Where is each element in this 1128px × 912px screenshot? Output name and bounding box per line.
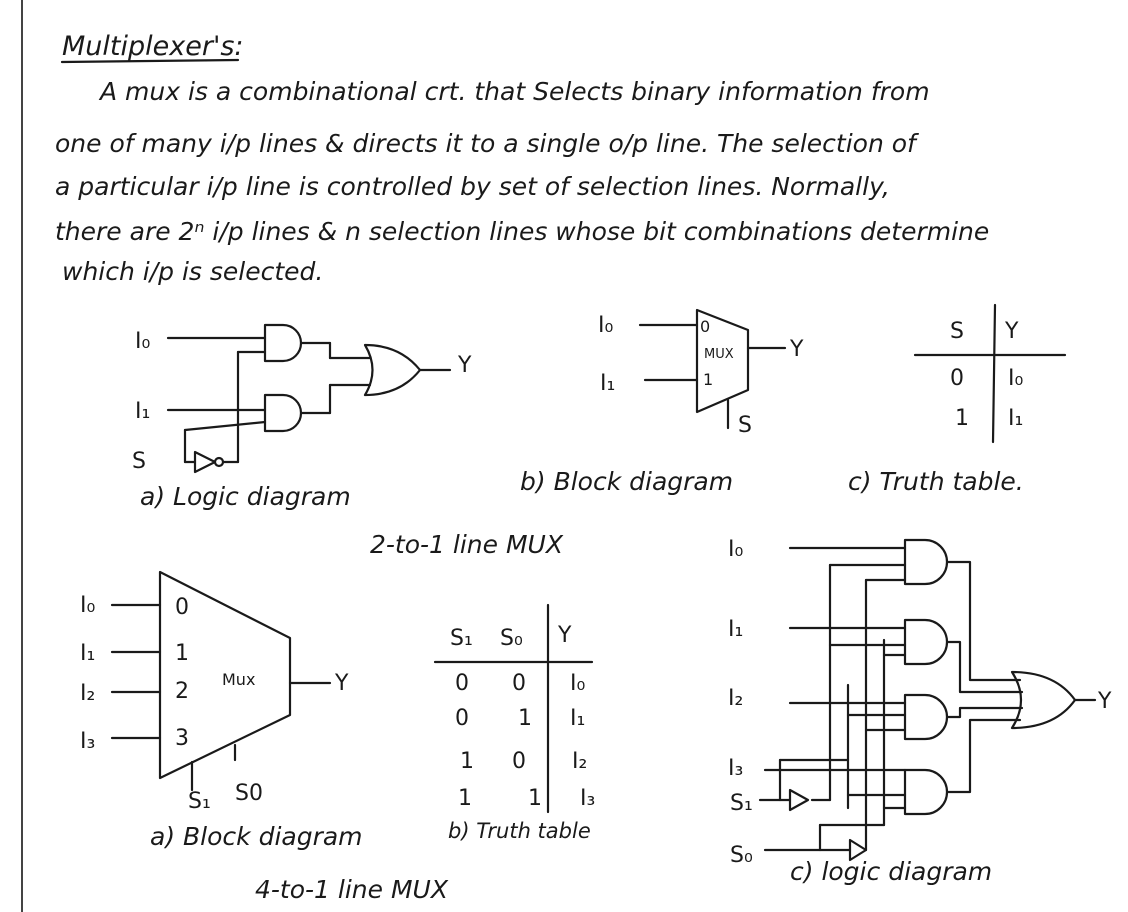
four-to-one-truth-table: S₁ S₀ Y 0 0 I₀ 0 1 I₁ 1 0 I₂ 1 1 I₃ b) T…: [433, 603, 595, 843]
label-four-to-one-truth-caption: b) Truth table: [448, 819, 591, 843]
label-two-to-one-logic-s: S: [132, 449, 146, 474]
label-two-to-one-block-i1: I₁: [600, 371, 615, 396]
label-four-to-one-block-y: Y: [334, 671, 349, 696]
label-four-to-one-truth-rows-3-2: I₃: [580, 786, 595, 811]
two-to-one-logic-diagram: I₀ I₁ S Y a) Logic diagram: [132, 323, 472, 511]
label-two-to-one-logic-i1: I₁: [135, 399, 150, 424]
label-two-to-one-truth-rows-1-0: 1: [955, 406, 969, 431]
label-four-to-one-truth-rows-0-1: 0: [512, 671, 526, 696]
wire: [991, 303, 997, 444]
label-four-to-one-block-s0: S0: [235, 781, 263, 806]
label-four-to-one-logic-s0: S₀: [730, 843, 753, 868]
wire: [183, 420, 267, 432]
label-four-to-one-truth-h-s0: S₀: [500, 626, 523, 651]
and-gate: [263, 393, 303, 433]
page-title: Multiplexer's:: [62, 31, 244, 62]
label-two-to-one-logic-caption: a) Logic diagram: [140, 482, 351, 511]
and-gate: [263, 323, 303, 363]
label-two-to-one-block-y: Y: [789, 337, 804, 362]
wire: [213, 456, 225, 468]
label-four-to-one-truth-rows-3-0: 1: [458, 786, 472, 811]
label-four-to-one-logic-s1: S₁: [730, 791, 753, 816]
label-two-to-one-truth-rows-0-1: I₀: [1008, 366, 1023, 391]
four-to-one-block-diagram: I₀ I₁ I₂ I₃ 0 1 2 3 Mux Y S₁ S0 a) Block…: [80, 570, 363, 851]
not-gate: [193, 450, 217, 474]
wire: [695, 308, 750, 414]
label-four-to-one-truth-rows-1-2: I₁: [570, 706, 585, 731]
paragraph-line-3: a particular i/p line is controlled by s…: [55, 172, 890, 201]
label-two-to-one-truth-h-y: Y: [1004, 319, 1019, 344]
and-gate: [903, 693, 949, 741]
four-to-one-heading: 4-to-1 line MUX: [255, 875, 449, 904]
label-two-to-one-logic-y: Y: [457, 353, 472, 378]
label-two-to-one-block-caption: b) Block diagram: [520, 467, 733, 496]
or-gate: [363, 343, 422, 397]
label-four-to-one-logic-y: Y: [1097, 689, 1112, 714]
label-two-to-one-truth-h-s: S: [950, 319, 964, 344]
label-four-to-one-truth-rows-1-1: 1: [518, 706, 532, 731]
label-two-to-one-logic-i0: I₀: [135, 329, 150, 354]
label-four-to-one-truth-rows-0-2: I₀: [570, 671, 585, 696]
and-gate: [903, 618, 949, 666]
and-gate: [903, 768, 949, 816]
label-four-to-one-truth-rows-2-2: I₂: [572, 749, 587, 774]
label-four-to-one-logic-inputs-0: I₀: [728, 537, 743, 562]
or-gate: [1010, 670, 1077, 730]
label-four-to-one-truth-rows-3-1: 1: [528, 786, 542, 811]
two-to-one-heading: 2-to-1 line MUX: [370, 530, 564, 559]
label-four-to-one-truth-rows-0-0: 0: [455, 671, 469, 696]
label-four-to-one-truth-rows-2-1: 0: [512, 749, 526, 774]
label-four-to-one-logic-caption: c) logic diagram: [790, 857, 992, 886]
label-two-to-one-block-p0: 0: [700, 317, 710, 336]
label-four-to-one-block-ports-0: 0: [175, 595, 189, 620]
wire: [158, 570, 292, 780]
paragraph-line-5: which i/p is selected.: [62, 257, 323, 286]
label-four-to-one-block-s1: S₁: [188, 789, 211, 814]
label-two-to-one-truth-rows-1-1: I₁: [1008, 406, 1023, 431]
label-four-to-one-block-inputs-2: I₂: [80, 681, 95, 706]
label-two-to-one-block-s: S: [738, 413, 752, 438]
label-four-to-one-block-caption: a) Block diagram: [150, 822, 363, 851]
label-four-to-one-truth-h-s1: S₁: [450, 626, 473, 651]
label-two-to-one-truth-rows-0-0: 0: [950, 366, 964, 391]
title-underline: [60, 58, 240, 64]
paragraph-line-2: one of many i/p lines & directs it to a …: [55, 129, 919, 158]
wire: [945, 706, 1024, 719]
label-four-to-one-logic-inputs-2: I₂: [728, 686, 743, 711]
label-four-to-one-block-inputs-3: I₃: [80, 729, 95, 754]
wire: [945, 560, 1022, 682]
truth-table-rows: 0 0 I₀ 0 1 I₁ 1 0 I₂ 1 1 I₃: [455, 671, 595, 811]
label-two-to-one-block-p1: 1: [703, 370, 713, 389]
label-four-to-one-block-inputs-1: I₁: [80, 641, 95, 666]
wire: [848, 838, 868, 862]
label-four-to-one-truth-rows-1-0: 0: [455, 706, 469, 731]
label-four-to-one-block-inputs-0: I₀: [80, 593, 95, 618]
label-two-to-one-block-i0: I₀: [598, 313, 613, 338]
two-to-one-truth-table: S Y 0 I₀ 1 I₁ c) Truth table.: [848, 303, 1067, 496]
label-two-to-one-block-mux: MUX: [704, 347, 734, 362]
label-four-to-one-truth-h-y: Y: [557, 623, 572, 648]
label-four-to-one-truth-rows-2-0: 1: [460, 749, 474, 774]
wire: [945, 640, 1024, 694]
label-four-to-one-block-ports-3: 3: [175, 726, 189, 751]
wire: [945, 718, 1022, 794]
label-four-to-one-logic-inputs-3: I₃: [728, 756, 743, 781]
paragraph-line-1: A mux is a combinational crt. that Selec…: [98, 77, 930, 106]
paragraph-line-4: there are 2ⁿ i/p lines & n selection lin…: [55, 217, 989, 246]
two-to-one-block-diagram: I₀ I₁ 0 MUX 1 Y S b) Block diagram: [520, 308, 804, 496]
label-two-to-one-truth-caption: c) Truth table.: [848, 467, 1024, 496]
label-four-to-one-block-ports-2: 2: [175, 679, 189, 704]
label-four-to-one-block-ports-1: 1: [175, 641, 189, 666]
label-four-to-one-logic-inputs-1: I₁: [728, 617, 743, 642]
four-to-one-logic-diagram: I₀ I₁ I₂ I₃ S₁ S₀: [728, 537, 1112, 886]
label-four-to-one-block-mux: Mux: [222, 670, 255, 689]
and-gate: [903, 538, 949, 586]
wire: [788, 788, 810, 812]
